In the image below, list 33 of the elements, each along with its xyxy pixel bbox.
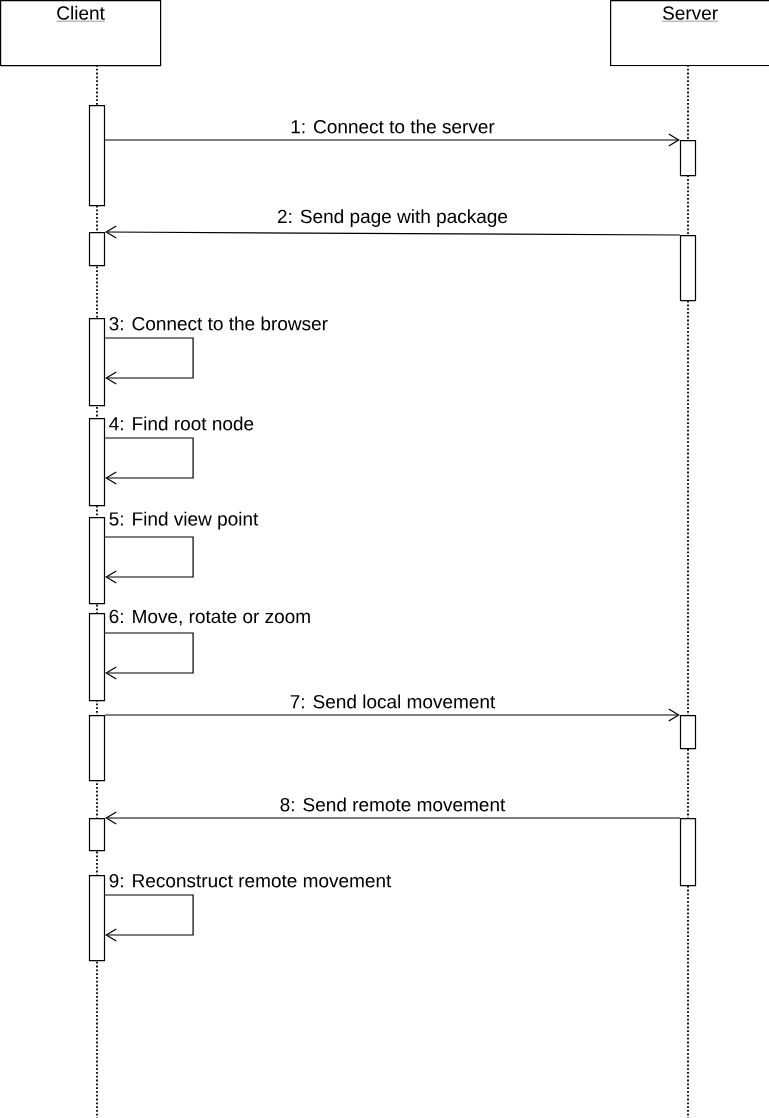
message-arrow — [104, 632, 194, 680]
activation-bar — [88, 232, 106, 267]
lifeline-header-box: Server — [610, 0, 769, 67]
message-label: 3: Connect to the browser — [107, 315, 329, 332]
message-arrow — [105, 811, 681, 825]
activation-bar — [88, 818, 106, 852]
message-label: 2: Send page with package — [276, 208, 509, 228]
message-arrow — [104, 708, 680, 722]
message-label: 7: Send local movement — [288, 693, 497, 710]
activation-bar — [679, 818, 697, 887]
message-arrow — [104, 133, 680, 147]
activation-bar — [88, 517, 106, 605]
message-arrow — [104, 894, 194, 942]
activation-bar — [88, 318, 106, 407]
message-arrow — [104, 437, 194, 485]
message-label: 9: Reconstruct remote movement — [107, 872, 393, 889]
activation-bar — [88, 105, 106, 207]
message-label: 8: Send remote movement — [278, 796, 507, 813]
activation-bar — [88, 418, 106, 507]
activation-bar — [679, 235, 697, 302]
message-label: 4: Find root node — [107, 415, 256, 432]
lifeline-header-box: Client — [0, 0, 162, 67]
message-arrow — [104, 536, 194, 584]
message-arrow — [105, 225, 681, 239]
message-arrow — [104, 337, 194, 385]
activation-bar — [679, 715, 697, 750]
message-label: 1: Connect to the server — [289, 118, 496, 135]
activation-bar — [88, 875, 106, 962]
message-label: 6: Move, rotate or zoom — [107, 608, 313, 627]
activation-bar — [88, 715, 106, 782]
message-label: 5: Find view point — [107, 510, 260, 531]
activation-bar — [679, 140, 697, 177]
activation-bar — [88, 613, 106, 702]
